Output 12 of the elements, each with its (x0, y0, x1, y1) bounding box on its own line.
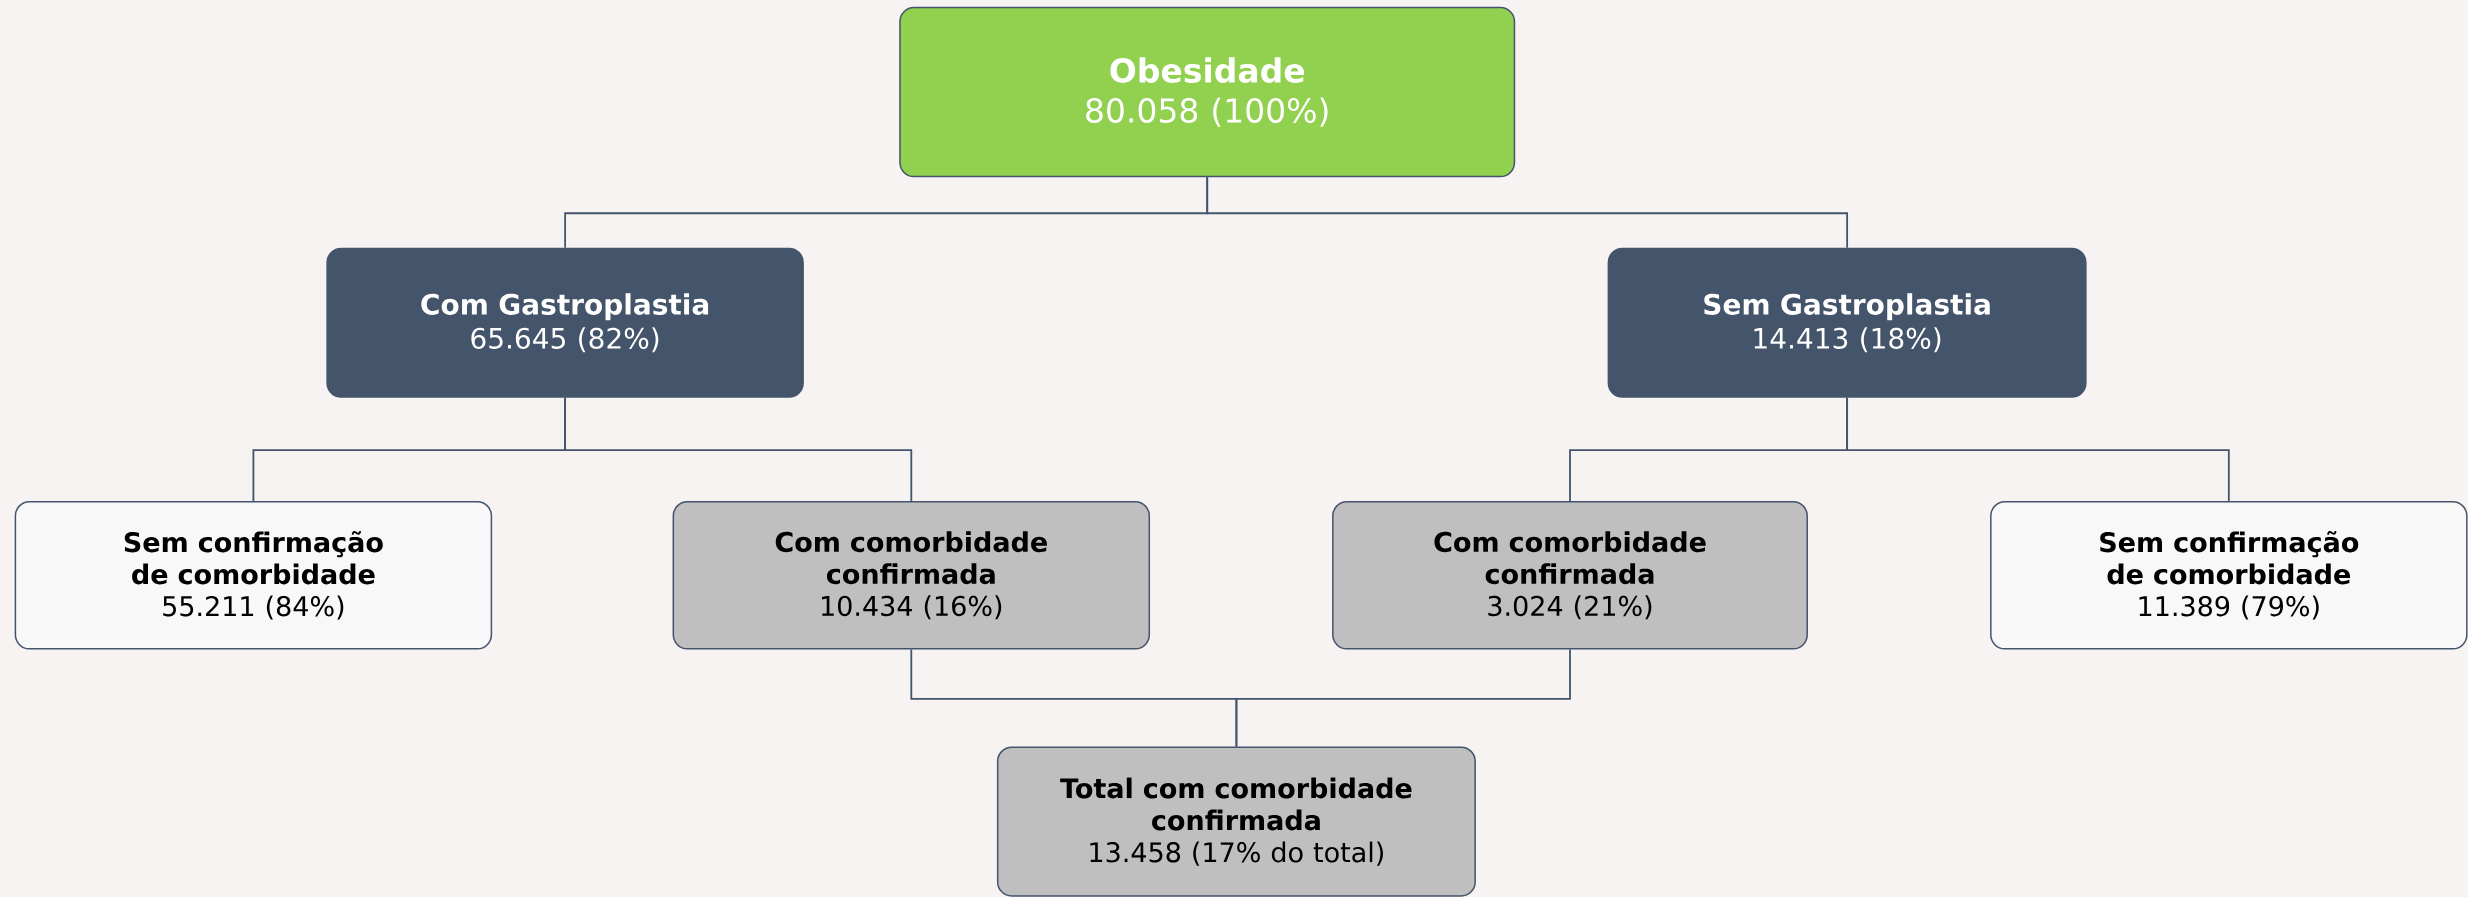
category-box: Sem confirmação de comorbidade 55.211 (84%) (14, 501, 493, 650)
connector-line (564, 396, 913, 502)
connector-line (1206, 176, 1848, 249)
category-box: Sem confirmação de comorbidade 11.389 (79%) (1990, 501, 2468, 650)
category-box: Com comorbidade confirmada 3.024 (21%) (1332, 501, 1808, 650)
category-box: Obesidade 80.058 (100%) (899, 6, 1516, 178)
category-box: Com Gastroplastia 65.645 (82%) (326, 247, 804, 398)
connector-line (1846, 396, 2230, 502)
category-box: Total com comorbidade confirmada 13.458 (17% do total) (996, 746, 1476, 897)
connector-line (1235, 648, 1571, 748)
category-box: Sem Gastroplastia 14.413 (18%) (1607, 247, 2087, 398)
category-box: Com comorbidade confirmada 10.434 (16%) (672, 501, 1151, 650)
